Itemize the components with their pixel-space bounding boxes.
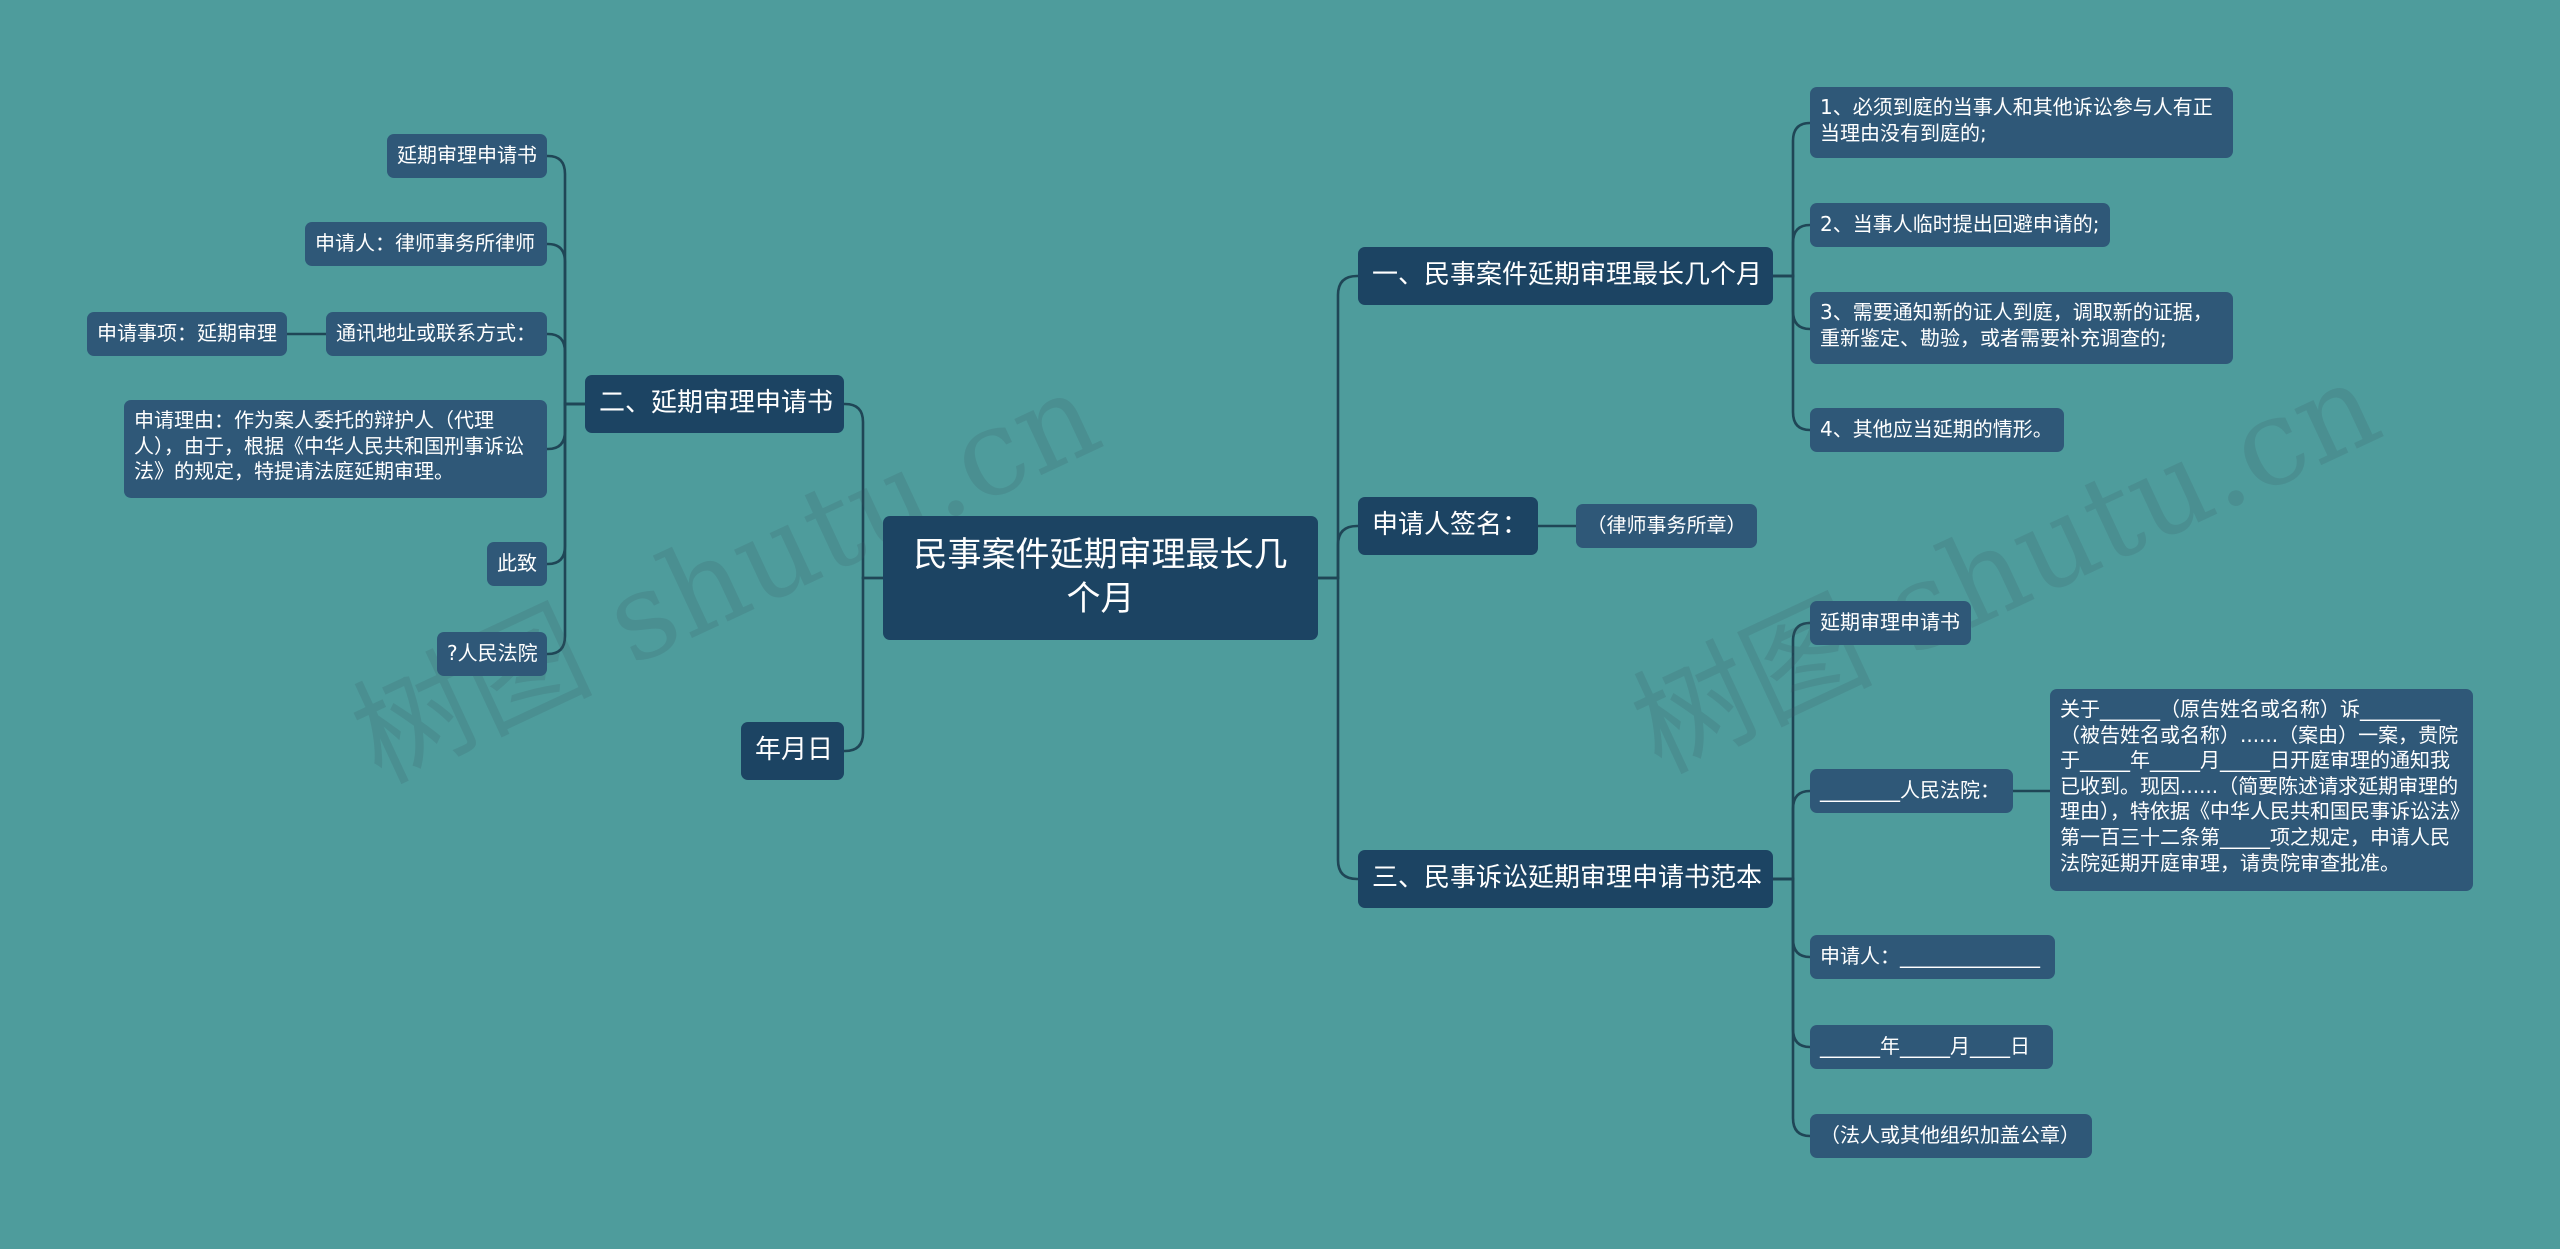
link-root-branch-three	[1318, 576, 1358, 881]
branch-two-item-6[interactable]: ?人民法院	[437, 632, 547, 676]
court-detail-text[interactable]: 关于______（原告姓名或名称）诉________（被告姓名或名称）.....…	[2050, 689, 2473, 891]
branch-one-node[interactable]: 一、民事案件延期审理最长几个月	[1358, 247, 1773, 305]
link-root-branch-one	[1318, 274, 1358, 580]
link-root-branch-sign	[1318, 524, 1358, 580]
branch-one-item-3[interactable]: 3、需要通知新的证人到庭，调取新的证据，重新鉴定、勘验，或者需要补充调查的;	[1810, 292, 2233, 364]
link-three-item-3	[1773, 877, 1811, 959]
branch-sign-label: 申请人签名：	[1372, 510, 1529, 541]
branch-two-item-5[interactable]: 此致	[487, 542, 547, 586]
branch-sign-child[interactable]: （律师事务所章）	[1576, 504, 1757, 548]
link-three-item-1	[1773, 621, 1811, 881]
link-two-item-2	[547, 242, 585, 406]
branch-two-matter[interactable]: 申请事项：延期审理	[87, 312, 287, 356]
branch-three-node[interactable]: 三、民事诉讼延期审理申请书范本	[1358, 850, 1773, 908]
branch-date-label: 年月日	[755, 735, 834, 766]
branch-two-item-3[interactable]: 通讯地址或联系方式：	[326, 312, 547, 356]
branch-three-item-5[interactable]: （法人或其他组织加盖公章）	[1810, 1114, 2092, 1158]
root-node[interactable]: 民事案件延期审理最长几个月	[883, 516, 1318, 640]
link-three-item-4	[1773, 877, 1811, 1049]
link-root-branch-two	[844, 402, 883, 580]
branch-two-item-4[interactable]: 申请理由：作为案人委托的辩护人（代理人），由于，根据《中华人民共和国刑事诉讼法》…	[124, 400, 547, 498]
branch-date-node[interactable]: 年月日	[741, 722, 844, 780]
link-two-item-6	[547, 402, 585, 656]
branch-three-label: 三、民事诉讼延期审理申请书范本	[1372, 863, 1763, 894]
branch-two-item-1[interactable]: 延期审理申请书	[387, 134, 547, 178]
branch-three-item-2[interactable]: ________人民法院：	[1810, 769, 2013, 813]
branch-three-item-3[interactable]: 申请人：______________	[1810, 935, 2055, 979]
branch-two-item-2[interactable]: 申请人：律师事务所律师	[305, 222, 547, 266]
link-one-item-2	[1773, 223, 1811, 278]
branch-two-label: 二、延期审理申请书	[599, 388, 834, 419]
link-three-item-2	[1773, 789, 1811, 881]
link-two-item-1	[547, 154, 585, 406]
link-two-item-3	[547, 332, 585, 406]
link-one-item-3	[1773, 274, 1811, 331]
link-one-item-4	[1773, 274, 1811, 432]
branch-one-item-4[interactable]: 4、其他应当延期的情形。	[1810, 408, 2064, 452]
branch-three-item-4[interactable]: ______年_____月____日	[1810, 1025, 2053, 1069]
branch-one-item-1[interactable]: 1、必须到庭的当事人和其他诉讼参与人有正当理由没有到庭的;	[1810, 87, 2233, 158]
link-root-branch-date	[844, 576, 883, 753]
branch-two-node[interactable]: 二、延期审理申请书	[585, 375, 844, 433]
root-title: 民事案件延期审理最长几个月	[913, 535, 1288, 619]
branch-one-item-2[interactable]: 2、当事人临时提出回避申请的;	[1810, 203, 2110, 247]
branch-one-label: 一、民事案件延期审理最长几个月	[1372, 260, 1763, 291]
branch-sign-node[interactable]: 申请人签名：	[1358, 497, 1538, 555]
link-one-item-1	[1773, 121, 1811, 278]
branch-three-item-1[interactable]: 延期审理申请书	[1810, 601, 1971, 645]
link-three-item-5	[1773, 877, 1811, 1138]
